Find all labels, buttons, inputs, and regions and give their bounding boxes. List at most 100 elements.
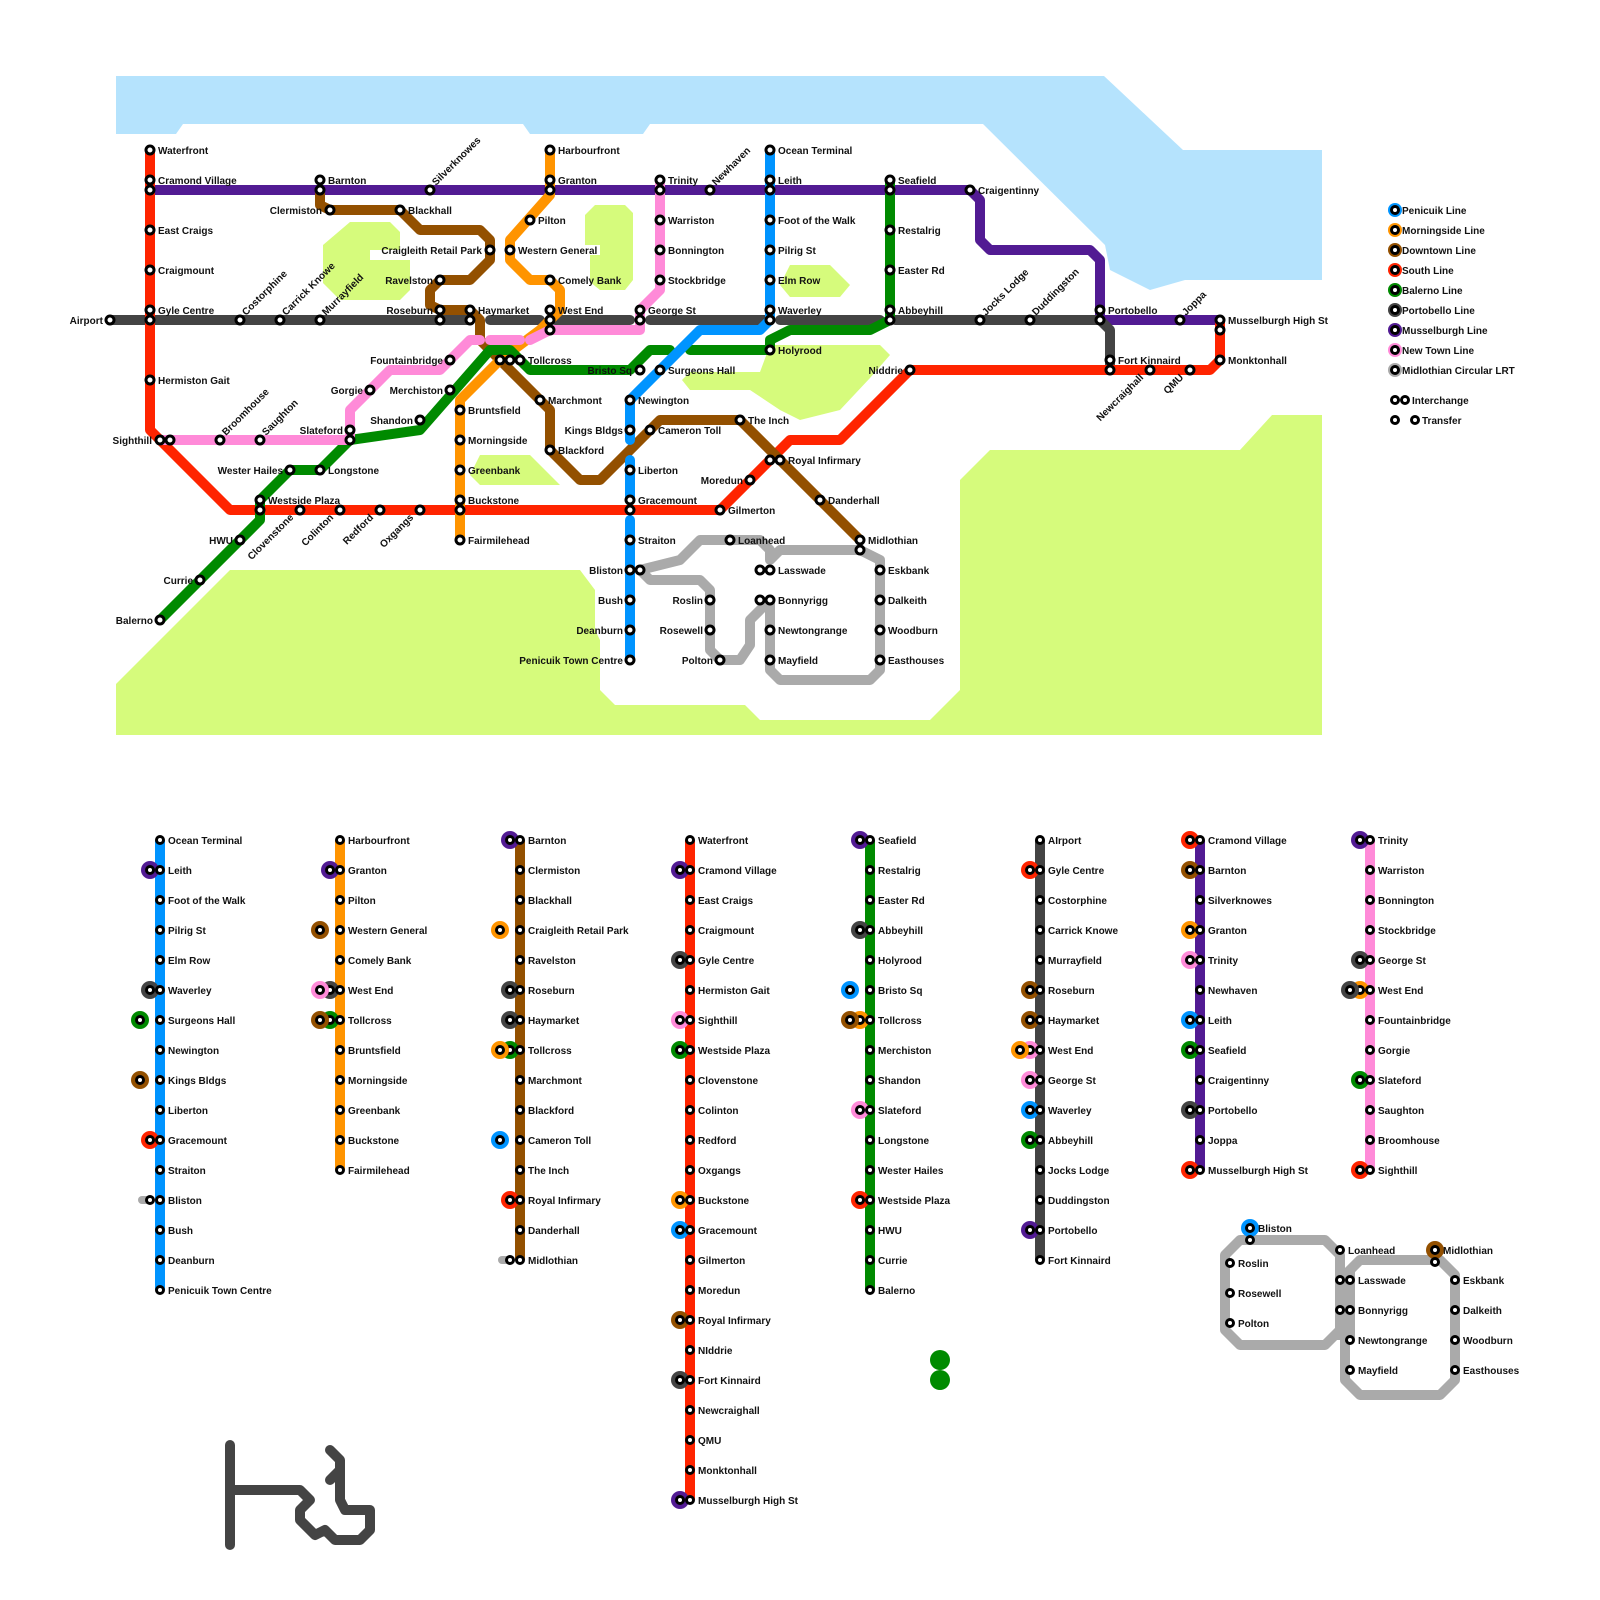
strip-station-label: Jocks Lodge: [1048, 1166, 1110, 1177]
strip-station-label: Leith: [168, 866, 192, 877]
strip-station-marker: [685, 1315, 695, 1325]
interchange-station-icon: [1185, 865, 1195, 875]
interchange-station-icon: [1355, 955, 1365, 965]
station-marker: [854, 534, 866, 546]
strip-station-label: Buckstone: [698, 1196, 750, 1207]
strip-station-marker: [685, 925, 695, 935]
legend-label: South Line: [1402, 266, 1454, 277]
station-marker: [624, 464, 636, 476]
strip-station-label: Ocean Terminal: [168, 836, 243, 847]
strip-station-marker: [1365, 1045, 1375, 1055]
interchange-icon: [1400, 395, 1410, 405]
interchange-station-icon: [1025, 1135, 1035, 1145]
station-marker: [854, 544, 866, 556]
interchange-station-icon: [675, 1375, 685, 1385]
legend-station-icon: [1390, 225, 1400, 235]
station-marker: [434, 304, 446, 316]
strip-station-label: Cramond Village: [1208, 836, 1287, 847]
interchange-station-icon: [1185, 925, 1195, 935]
station-marker: [504, 354, 516, 366]
station-label: Haymarket: [478, 306, 530, 317]
station-marker: [904, 364, 916, 376]
station-label: Marchmont: [548, 396, 603, 407]
strip-station-label: Oxgangs: [698, 1166, 741, 1177]
interchange-station-icon: [675, 955, 685, 965]
legend-label: Musselburgh Line: [1402, 326, 1488, 337]
strip-station-label: Surgeons Hall: [168, 1016, 235, 1027]
strip-station-label: Wester Hailes: [878, 1166, 944, 1177]
interchange-station-icon: [145, 985, 155, 995]
station-marker: [284, 464, 296, 476]
strip-station-marker: [865, 835, 875, 845]
station-label: Trinity: [668, 176, 698, 187]
strip-station-marker: [515, 1105, 525, 1115]
strip-station-label: Joppa: [1208, 1136, 1238, 1147]
strip-station-label: Gyle Centre: [698, 956, 755, 967]
transfer-station-icon: [135, 1015, 145, 1025]
line-portobello: [890, 315, 1115, 375]
station-marker: [254, 494, 266, 506]
strip-station-marker: [1365, 835, 1375, 845]
park-south: [116, 415, 1322, 735]
station-label: Newtongrange: [778, 626, 848, 637]
strip-station-marker: [515, 925, 525, 935]
strip-station-marker: [335, 985, 345, 995]
station-marker: [654, 174, 666, 186]
strip-station-marker: [155, 1255, 165, 1265]
strip-station-marker: [1225, 1318, 1235, 1328]
strip-station-label: Abbeyhill: [1048, 1136, 1093, 1147]
interchange-station-icon: [1185, 955, 1195, 965]
station-label: Wester Hailes: [218, 466, 284, 477]
transfer-station-icon: [135, 1075, 145, 1085]
strip-station-label: Gracemount: [698, 1226, 758, 1237]
strip-station-marker: [515, 1135, 525, 1145]
interchange-station-icon: [325, 865, 335, 875]
strip-station-marker: [1035, 835, 1045, 845]
station-label: Ravelston: [385, 276, 433, 287]
interchange-station-icon: [1185, 835, 1195, 845]
station-label: Slateford: [300, 426, 343, 437]
strip-station-marker: [865, 955, 875, 965]
interchange-station-icon: [1185, 1045, 1195, 1055]
strip-station-label: Barnton: [528, 836, 566, 847]
strip-station-label: Gyle Centre: [1048, 866, 1105, 877]
station-marker: [644, 424, 656, 436]
strip-station-marker: [335, 1165, 345, 1175]
strip-station-label: Royal Infirmary: [528, 1196, 601, 1207]
park-murrayfield: [323, 222, 410, 300]
strip-station-label: Greenbank: [348, 1106, 401, 1117]
station-label: Musselburgh High St: [1228, 316, 1329, 327]
station-marker: [274, 314, 286, 326]
strip-station-marker: [1245, 1235, 1255, 1245]
strip-station-marker: [1225, 1258, 1235, 1268]
station-marker: [1214, 314, 1226, 326]
station-marker: [764, 654, 776, 666]
station-marker: [764, 144, 776, 156]
strip-station-label: Balerno: [878, 1286, 915, 1297]
station-marker: [764, 214, 776, 226]
strip-station-marker: [1430, 1257, 1440, 1267]
strip-station-label: Loanhead: [1348, 1246, 1395, 1257]
station-marker: [624, 494, 636, 506]
station-label: Gracemount: [638, 496, 698, 507]
station-label: Danderhall: [828, 496, 880, 507]
strip-station-label: Bristo Sq: [878, 986, 922, 997]
strip-station-marker: [1195, 865, 1205, 875]
strip-station-marker: [865, 985, 875, 995]
strip-station-label: Pilrig St: [168, 926, 206, 937]
station-marker: [624, 564, 636, 576]
station-label: Eskbank: [888, 566, 930, 577]
station-marker: [424, 184, 436, 196]
station-label: Westside Plaza: [268, 496, 341, 507]
station-label: Bruntsfield: [468, 406, 521, 417]
interchange-icon: [1390, 395, 1400, 405]
interchange-station-icon: [1025, 865, 1035, 875]
strip-station-label: Waverley: [168, 986, 212, 997]
interchange-station-icon: [1025, 985, 1035, 995]
station-label: Bliston: [589, 566, 623, 577]
legend-label: New Town Line: [1402, 346, 1474, 357]
strip-station-label: Longstone: [878, 1136, 930, 1147]
transfer-icon: [1390, 415, 1400, 425]
station-marker: [454, 434, 466, 446]
